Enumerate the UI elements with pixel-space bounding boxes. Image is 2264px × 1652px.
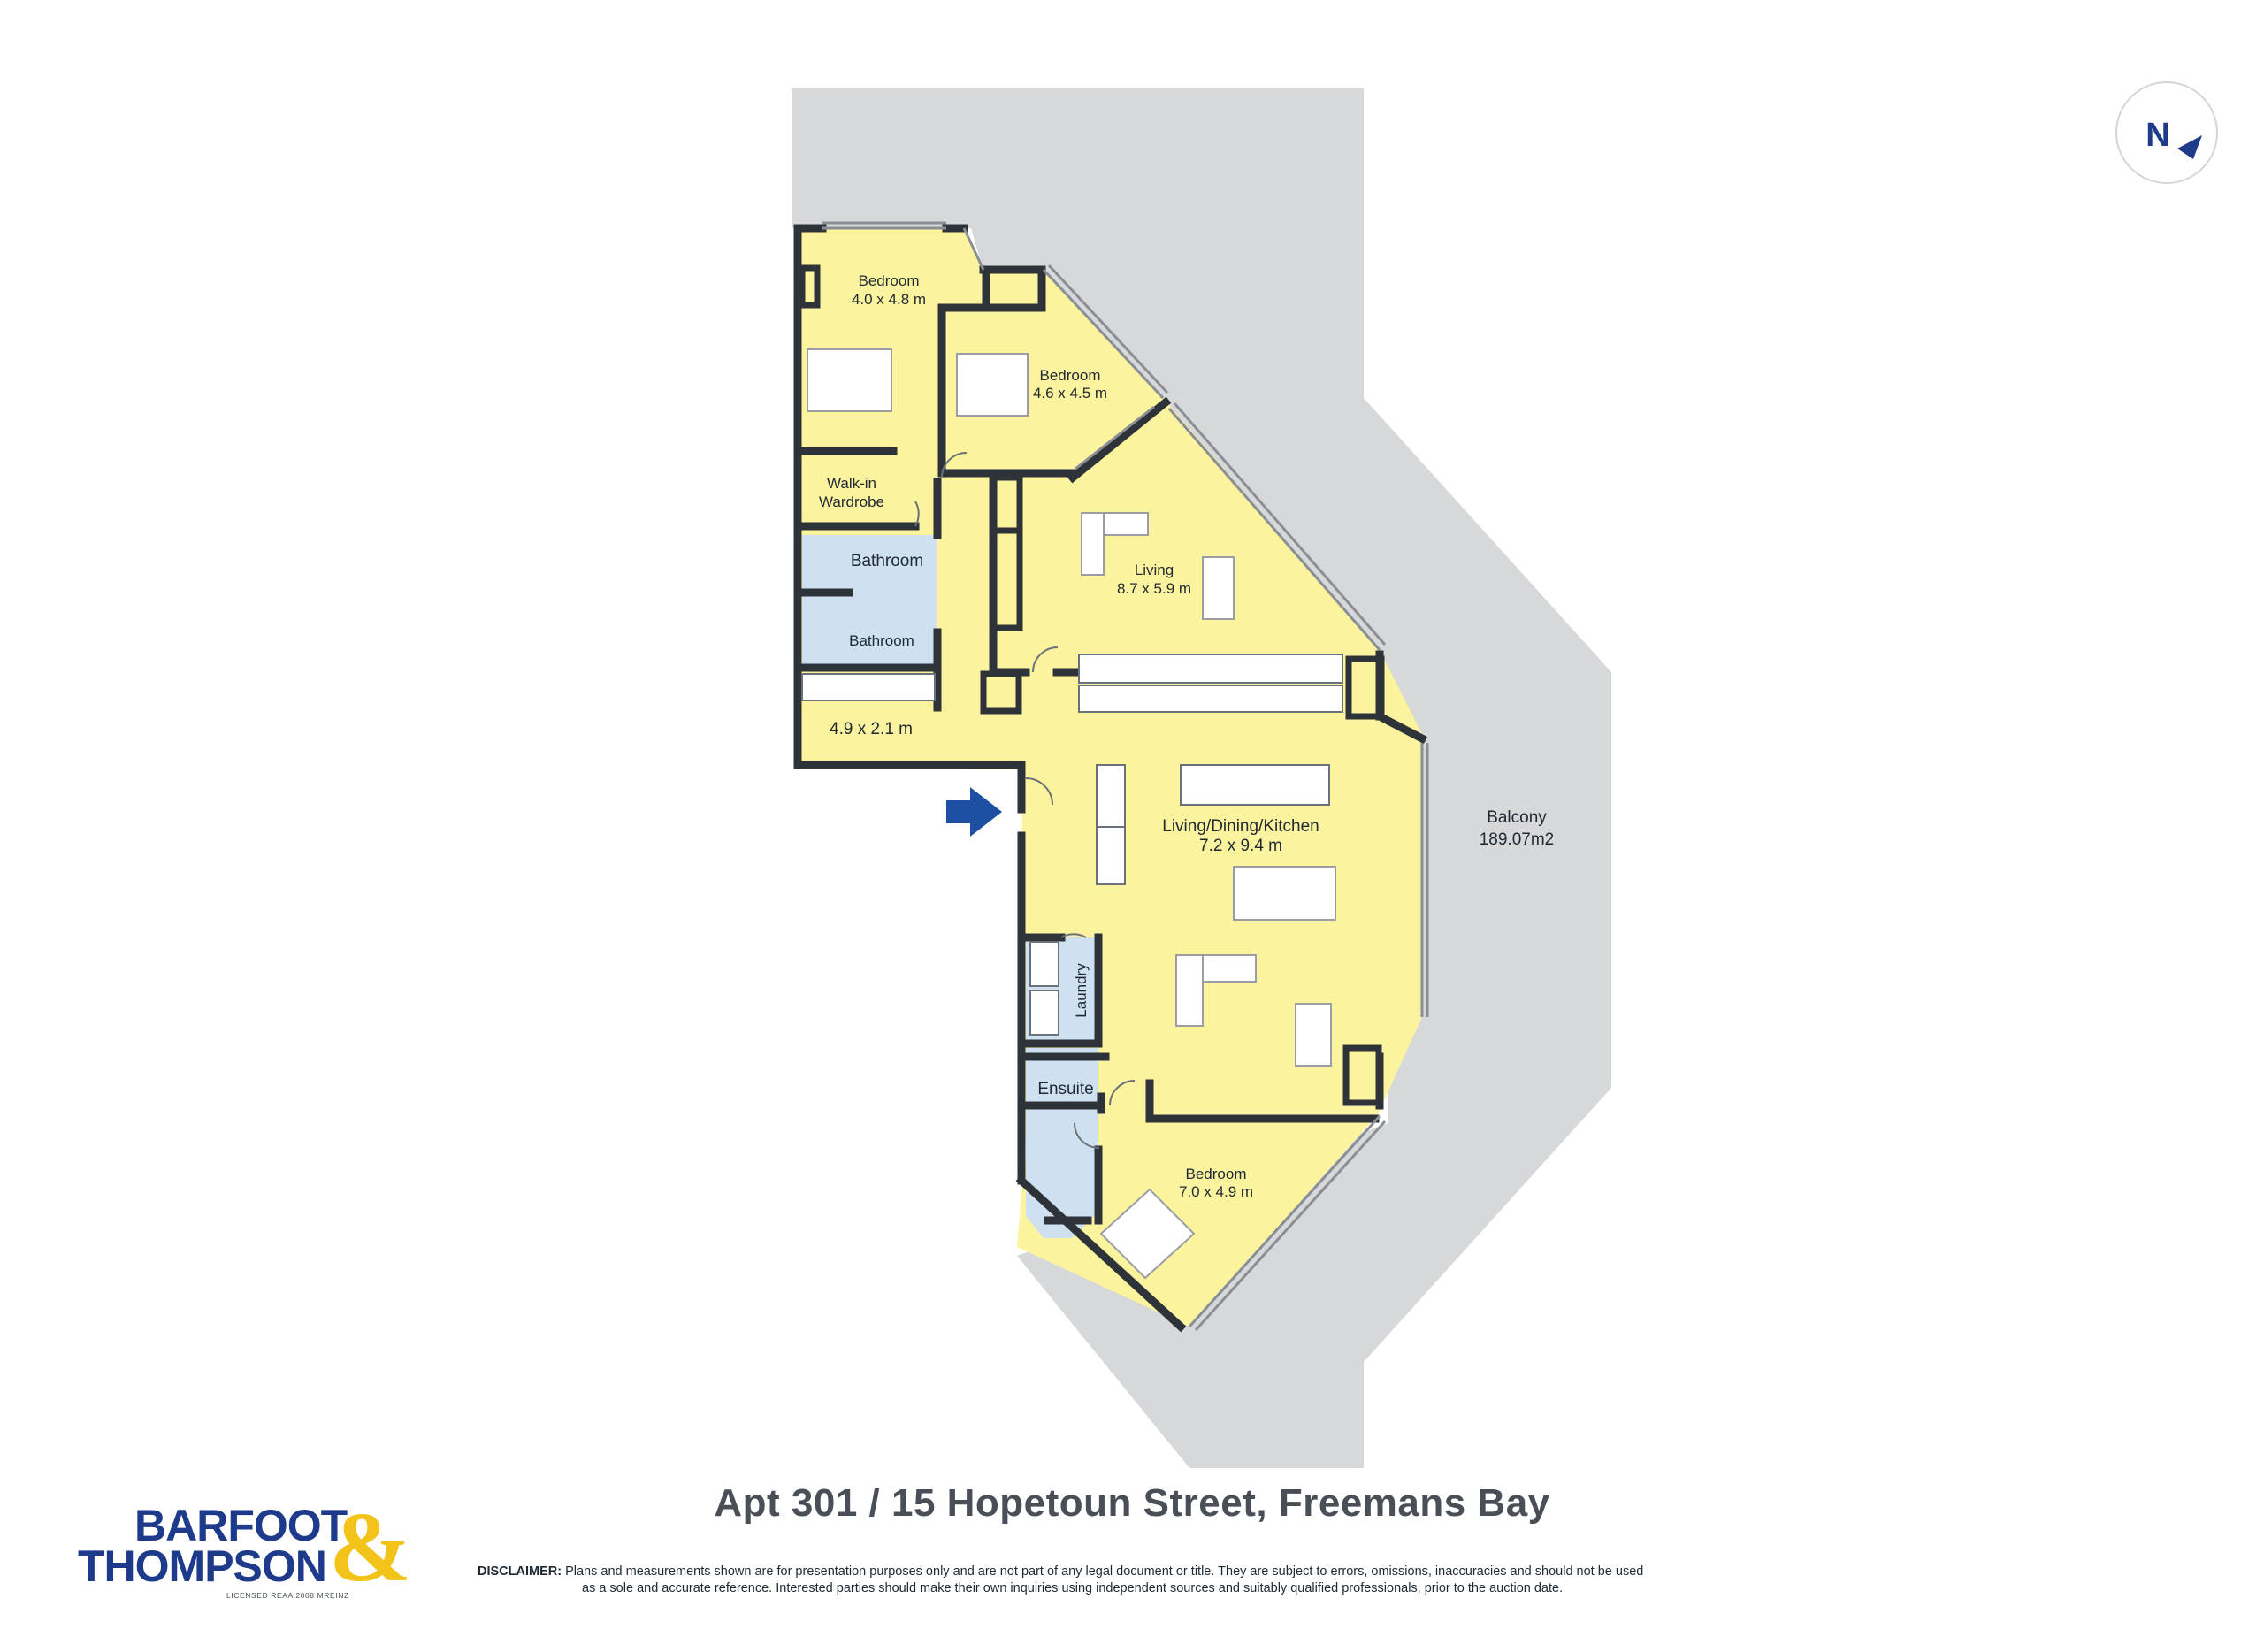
bedroom3-dims: 7.0 x 4.9 m (1179, 1183, 1253, 1200)
disclaimer-label: DISCLAIMER: (478, 1564, 562, 1579)
bedroom3-name: Bedroom (1186, 1166, 1247, 1182)
walkin-line2: Wardrobe (819, 493, 884, 510)
balcony-area (792, 88, 1611, 1468)
bathroom1-name: Bathroom (851, 552, 923, 570)
laundry-name: Laundry (1073, 963, 1090, 1018)
logo-ampersand: & (329, 1493, 412, 1602)
logo-thompson: THOMPSON (78, 1541, 327, 1591)
ldk-dims: 7.2 x 9.4 m (1199, 837, 1282, 855)
entry-arrow-icon (946, 787, 1002, 837)
disclaimer-line1: Plans and measurements shown are for pre… (565, 1564, 1644, 1579)
living-dims: 8.7 x 5.9 m (1117, 580, 1191, 597)
door-swings (914, 452, 1136, 1149)
structural-columns (799, 264, 1385, 1106)
ldk-name: Living/Dining/Kitchen (1162, 817, 1319, 836)
glazing (822, 221, 1429, 1332)
hall-dims: 4.9 x 2.1 m (830, 720, 913, 738)
property-address: Apt 301 / 15 Hopetoun Street, Freemans B… (714, 1481, 1550, 1525)
compass-letter: N (2145, 117, 2169, 154)
kitchen-benches (801, 654, 1343, 1036)
living-name: Living (1135, 562, 1174, 578)
bedroom1-name: Bedroom (859, 272, 920, 289)
walls (793, 224, 1428, 1333)
bedroom2-dims: 4.6 x 4.5 m (1033, 385, 1107, 402)
bedroom1-dims: 4.0 x 4.8 m (852, 291, 926, 308)
compass-icon: N (2115, 81, 2218, 184)
disclaimer-line2: as a sole and accurate reference. Intere… (582, 1581, 1564, 1595)
disclaimer: DISCLAIMER: Plans and measurements shown… (478, 1564, 1857, 1597)
balcony-name: Balcony (1487, 808, 1547, 827)
barfoot-thompson-logo: BARFOOT THOMPSON & LICENSED REAA 2008 MR… (78, 1498, 411, 1610)
logo-barfoot: BARFOOT (134, 1501, 348, 1550)
ensuite-name: Ensuite (1037, 1080, 1093, 1098)
bathroom2-name: Bathroom (849, 632, 914, 649)
furniture (807, 348, 1336, 1280)
walkin-line1: Walk-in (827, 475, 876, 492)
balcony-area-label: 189.07m2 (1480, 830, 1555, 849)
bedroom2-name: Bedroom (1040, 367, 1101, 384)
logo-license: LICENSED REAA 2008 MREINZ (226, 1591, 349, 1600)
